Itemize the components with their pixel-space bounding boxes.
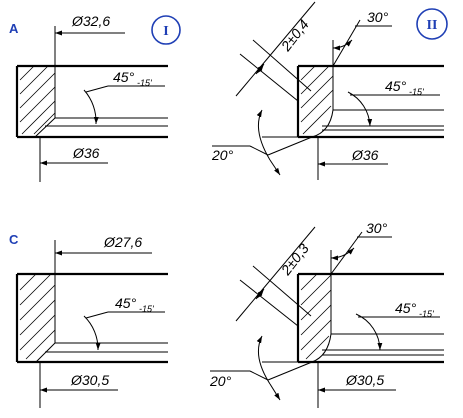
section-hatching — [19, 273, 56, 360]
dimension-outer-diameter: Ø30,5 — [317, 362, 396, 408]
dimension-chamfer-width: 2±0,3 — [235, 226, 316, 327]
pipe-wall — [15, 272, 168, 364]
dimension-inner-diameter: Ø27,6 — [54, 234, 152, 274]
dimension-inner-diameter: Ø32,6 — [54, 13, 125, 66]
dimension-angle: 45° -15' — [347, 78, 440, 127]
dimension-angle: 45° -15' — [355, 300, 440, 351]
variant-badge-left: I — [151, 15, 181, 45]
root-angle-label: 20° — [209, 373, 232, 389]
dimension-bevel-angle: 30° — [332, 9, 392, 67]
angle-label: 45° — [395, 300, 417, 316]
dimension-angle: 45° -15' — [83, 69, 165, 125]
pipe-wall — [15, 64, 168, 139]
section-hatching — [300, 273, 332, 360]
inner-diameter-label: Ø32,6 — [71, 13, 110, 29]
row-label-bottom: C — [9, 232, 19, 247]
chamfer-width-label: 2±0,3 — [277, 240, 312, 278]
outer-diameter-label: Ø30,5 — [70, 372, 109, 388]
section-hatching — [300, 65, 334, 135]
inner-diameter-label: Ø27,6 — [103, 234, 142, 250]
section-hatching — [19, 65, 56, 135]
dimension-outer-diameter: Ø36 — [39, 137, 108, 182]
variant-badge-right: II — [416, 8, 448, 40]
root-angle-label: 20° — [211, 147, 234, 163]
pipe-wall — [296, 272, 444, 364]
angle-tolerance-label: -15' — [419, 309, 434, 319]
angle-tolerance-label: -15' — [137, 78, 152, 88]
detail-top-left: Ø32,6 45° -15' Ø36 — [15, 13, 168, 182]
outer-diameter-label: Ø36 — [351, 147, 379, 163]
angle-label: 45° — [113, 69, 135, 85]
detail-bottom-left: Ø27,6 45° -15' Ø30,5 — [15, 234, 168, 408]
dimension-root-angle: 20° — [211, 109, 313, 176]
variant-label-left: I — [163, 24, 168, 39]
angle-label: 45° — [115, 295, 137, 311]
dimension-angle: 45° -15' — [83, 295, 165, 351]
outer-diameter-label: Ø30,5 — [345, 372, 384, 388]
angle-label: 45° — [385, 78, 407, 94]
pipe-wall — [296, 64, 444, 139]
bevel-angle-label: 30° — [366, 220, 388, 236]
dimension-root-angle: 20° — [209, 335, 313, 401]
bevel-angle-label: 30° — [367, 9, 389, 25]
variant-label-right: II — [427, 18, 438, 33]
row-label-top: A — [9, 21, 19, 36]
chamfer-width-label: 2±0,4 — [277, 16, 312, 54]
angle-tolerance-label: -15' — [409, 87, 424, 97]
dimension-outer-diameter: Ø30,5 — [39, 362, 118, 408]
dimension-bevel-angle: 30° — [330, 220, 392, 275]
dimension-chamfer-width: 2±0,4 — [235, 1, 316, 102]
angle-tolerance-label: -15' — [139, 304, 154, 314]
detail-top-right: 2±0,4 30° 45° -15' 20° Ø3 — [211, 1, 444, 180]
outer-diameter-label: Ø36 — [72, 145, 100, 161]
dimension-outer-diameter: Ø36 — [317, 137, 388, 180]
detail-bottom-right: 2±0,3 30° 45° -15' 20° Ø3 — [209, 220, 444, 408]
